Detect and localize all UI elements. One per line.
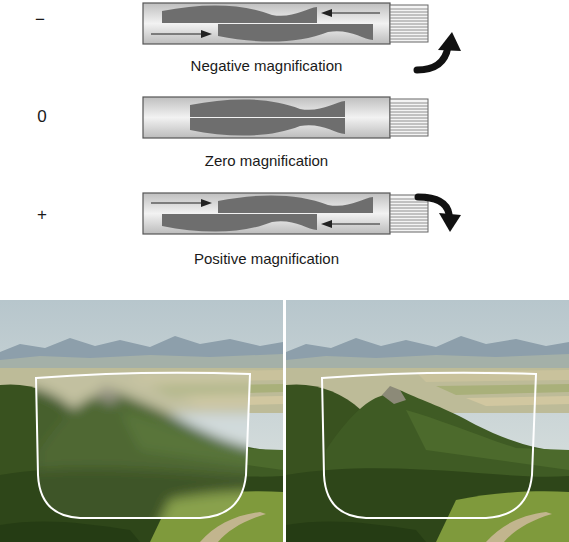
lens-tube <box>143 3 428 44</box>
magnification-sign: 0 <box>32 107 52 127</box>
lens-element <box>218 195 373 213</box>
rotation-arrow-head <box>438 32 461 51</box>
lens-element <box>190 99 345 117</box>
lens-tube <box>143 193 428 234</box>
rotation-arrow-shaft <box>417 47 448 70</box>
panel-caption: Negative magnification <box>191 57 343 75</box>
magnification-sign: − <box>30 10 50 30</box>
panel-caption: Positive magnification <box>194 250 339 268</box>
rotation-arrow-head <box>439 213 461 232</box>
magnification-sign: + <box>32 205 52 225</box>
motion-arrow <box>321 9 380 17</box>
rotation-arrow <box>417 32 461 70</box>
lens-outline <box>36 373 250 518</box>
tube-body <box>143 97 428 138</box>
rotation-arrow <box>418 197 461 232</box>
lens-tube <box>143 97 428 138</box>
photo-gap <box>283 300 286 542</box>
blurred-landscape <box>0 300 283 542</box>
tube-panel: Negative magnification <box>143 3 390 75</box>
lens-haze <box>0 300 283 542</box>
landscape <box>0 300 283 542</box>
motion-arrow <box>151 199 212 207</box>
lens-element <box>190 118 345 136</box>
panel-caption: Zero magnification <box>205 152 328 170</box>
blurred-view-photo <box>0 300 283 542</box>
lens-outline <box>322 373 536 518</box>
lens-element <box>162 214 317 232</box>
rotation-arrow-shaft <box>418 197 449 214</box>
motion-arrow <box>321 220 380 228</box>
sharp-view-photo <box>286 300 569 542</box>
lens-element <box>218 24 373 42</box>
motion-arrow <box>151 30 212 38</box>
lens-area <box>0 300 283 542</box>
tube-panel: Zero magnification <box>143 97 390 170</box>
tube-panel: Positive magnification <box>143 193 390 268</box>
tube-body <box>143 3 428 44</box>
lens-element <box>162 5 317 23</box>
landscape <box>286 300 569 542</box>
tube-body <box>143 193 428 234</box>
